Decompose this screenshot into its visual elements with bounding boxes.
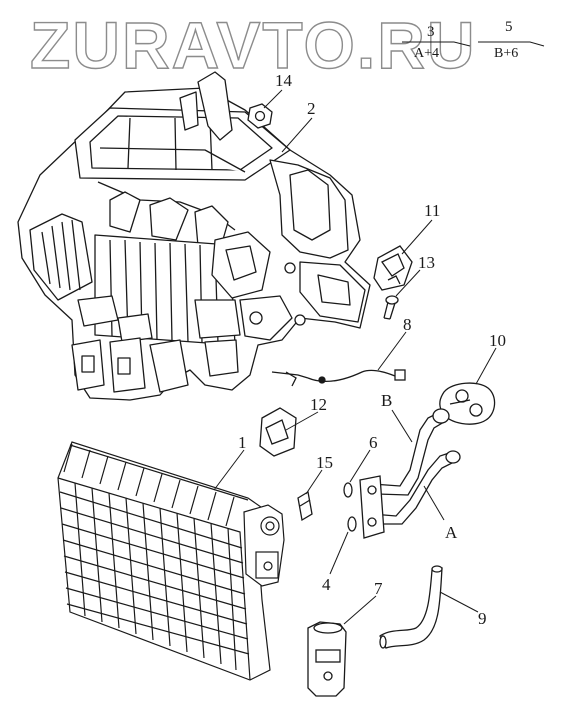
part-14-nut: [247, 103, 273, 129]
callout-10: 10: [489, 331, 506, 350]
callout-1: 1: [238, 433, 247, 452]
part-9-hose: [379, 565, 443, 649]
leader-4: [329, 531, 349, 575]
leader-11: [401, 219, 433, 255]
callout-9: 9: [478, 609, 487, 628]
leader-12: [285, 411, 319, 431]
legend-bar-1: [402, 41, 471, 47]
part-12-sensor: [259, 407, 297, 457]
legend-numerator-5: 5: [505, 19, 513, 35]
leader-9: [439, 591, 479, 613]
part-4-oring: [347, 516, 357, 532]
part-10-grommet: [439, 382, 496, 425]
leader-2: [281, 117, 313, 153]
part-15-valve: [297, 490, 313, 522]
part-11-bracket: [373, 245, 413, 291]
callout-7: 7: [374, 579, 383, 598]
leader-13: [395, 269, 421, 297]
leader-15: [305, 469, 323, 495]
callout-4: 4: [322, 575, 331, 594]
leader-b: [391, 409, 413, 443]
part-7-expansion-valve: [307, 621, 347, 697]
part-8-sensor-wire: [271, 369, 406, 387]
legend-bar-2: [478, 41, 545, 47]
callout-15: 15: [316, 453, 333, 472]
legend-fraction-2: 5 B+6: [478, 19, 545, 61]
callout-2: 2: [307, 99, 316, 118]
callout-14: 14: [275, 71, 293, 90]
legend-denominator-a4: A+4: [414, 46, 439, 61]
part-13-screw: [383, 295, 399, 320]
callout-8: 8: [403, 315, 412, 334]
legend-numerator-3: 3: [427, 24, 435, 40]
callout-labels: 14 2 11 13 8 10 12 B 1 6 15 A 4 7 9: [238, 71, 506, 628]
legend-fraction-1: 3 A+4: [402, 24, 471, 61]
leader-7: [343, 595, 377, 625]
pipe-assembly: [359, 408, 461, 539]
leader-8: [377, 331, 407, 371]
leader-1: [213, 449, 245, 491]
part-1-evaporator: [57, 441, 285, 681]
callout-13: 13: [418, 253, 435, 272]
callout-a: A: [445, 523, 458, 542]
hvac-housing: [17, 71, 371, 401]
leader-14: [263, 89, 283, 109]
leader-6: [349, 449, 371, 483]
watermark-text: ZURAVTO.RU: [30, 8, 477, 82]
part-6-oring: [343, 482, 353, 498]
callout-b: B: [381, 391, 392, 410]
leader-10: [475, 347, 497, 385]
leader-a: [423, 485, 445, 521]
callout-11: 11: [424, 201, 440, 220]
legend-denominator-b6: B+6: [494, 46, 518, 61]
callout-12: 12: [310, 395, 327, 414]
callout-6: 6: [369, 433, 378, 452]
leader-lines: [213, 89, 497, 625]
watermark: ZURAVTO.RU: [29, 7, 477, 82]
